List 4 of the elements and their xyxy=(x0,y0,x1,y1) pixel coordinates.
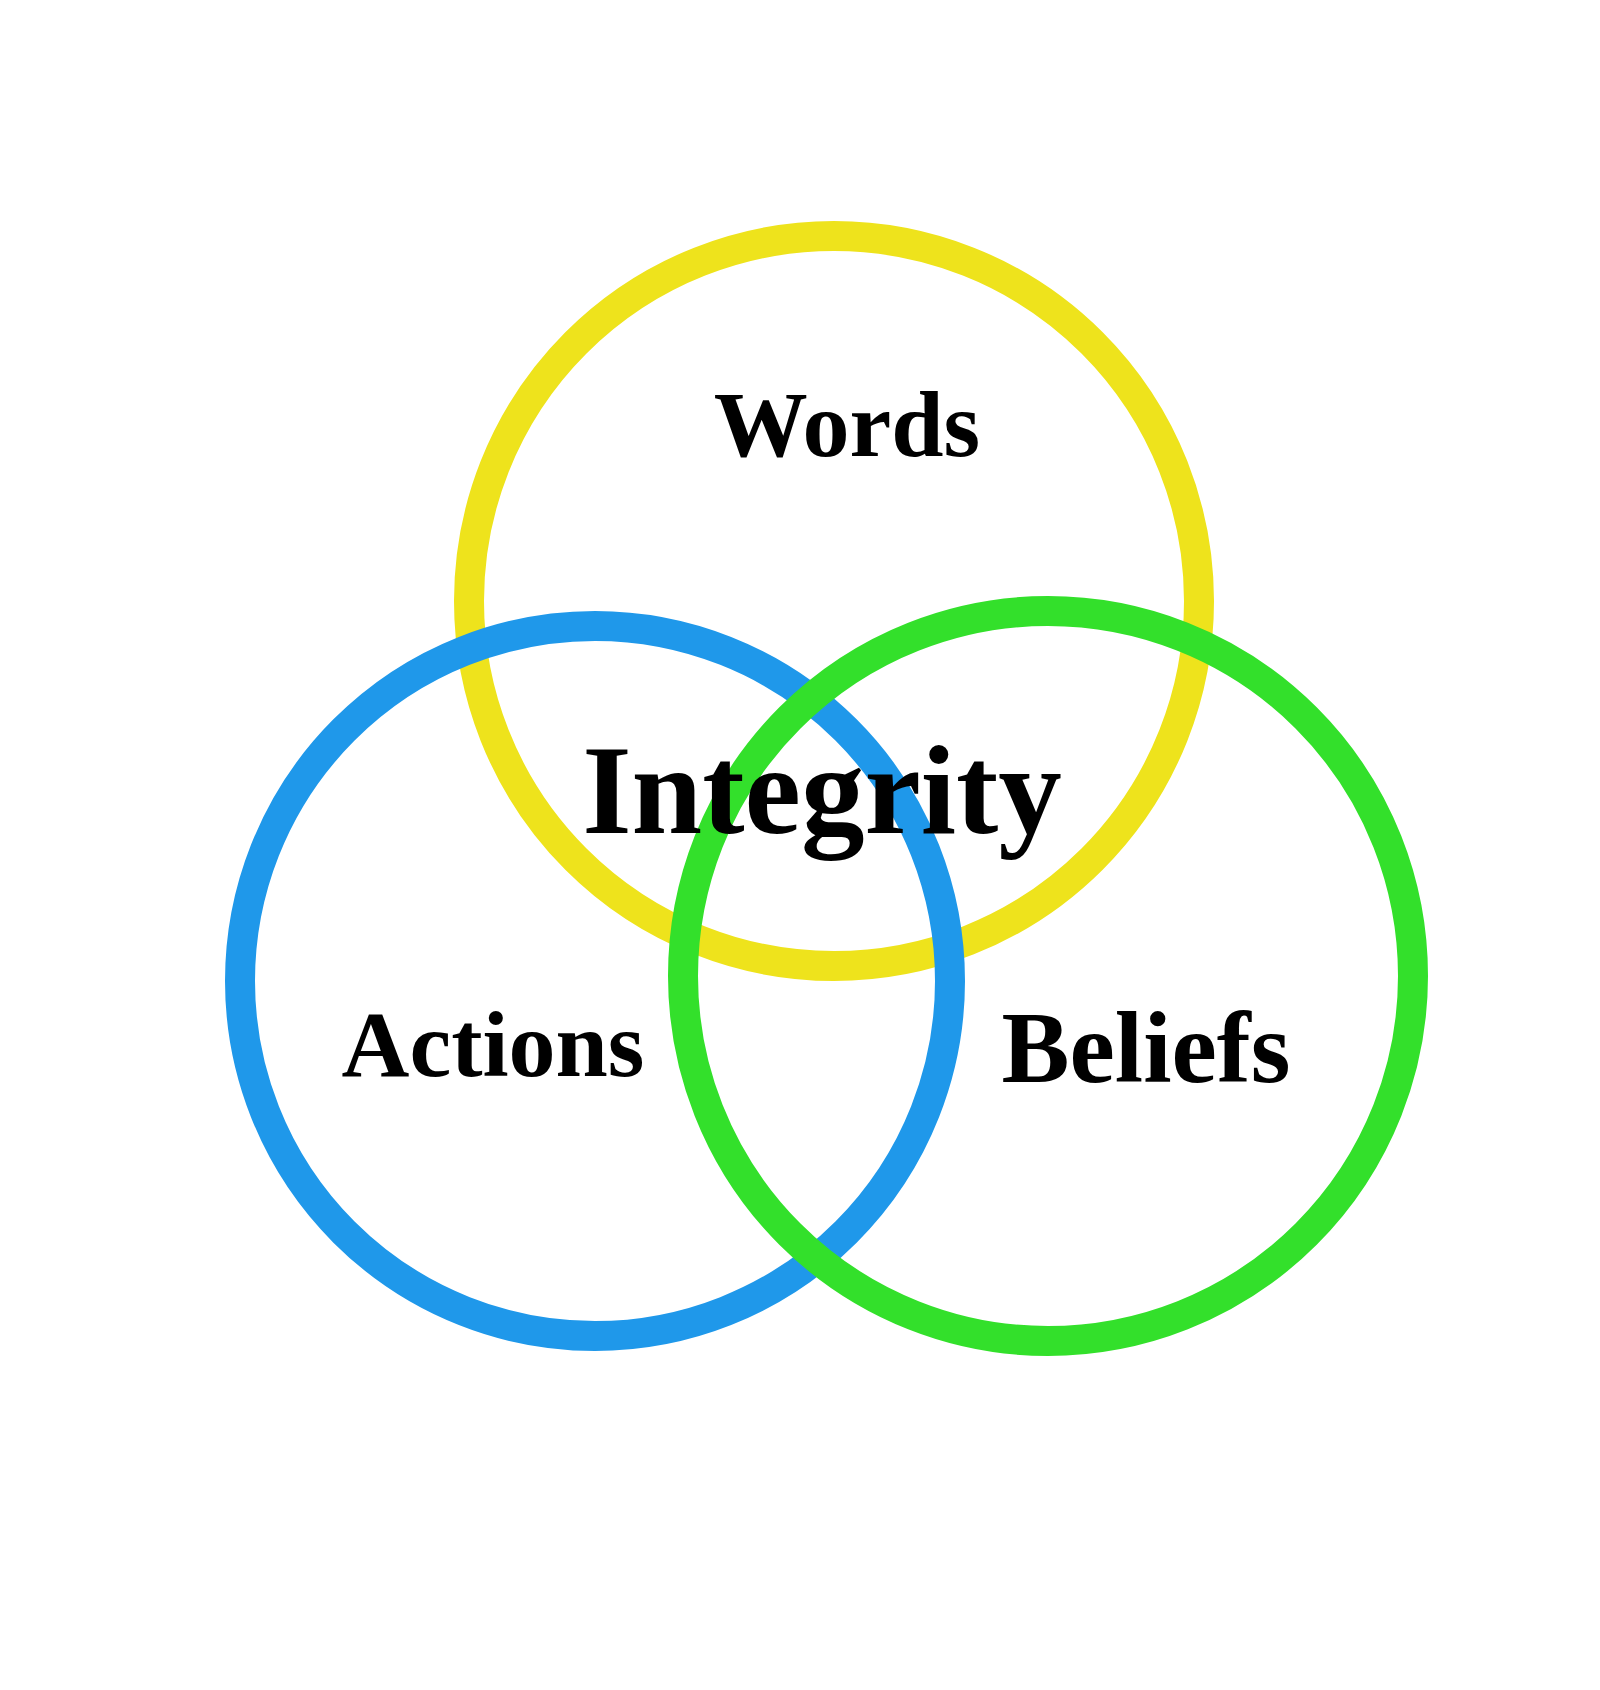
circle-label: Words xyxy=(713,370,981,478)
circle-label: Actions xyxy=(341,990,645,1098)
circle-label: Beliefs xyxy=(1001,990,1291,1107)
venn-circle xyxy=(454,221,1214,981)
